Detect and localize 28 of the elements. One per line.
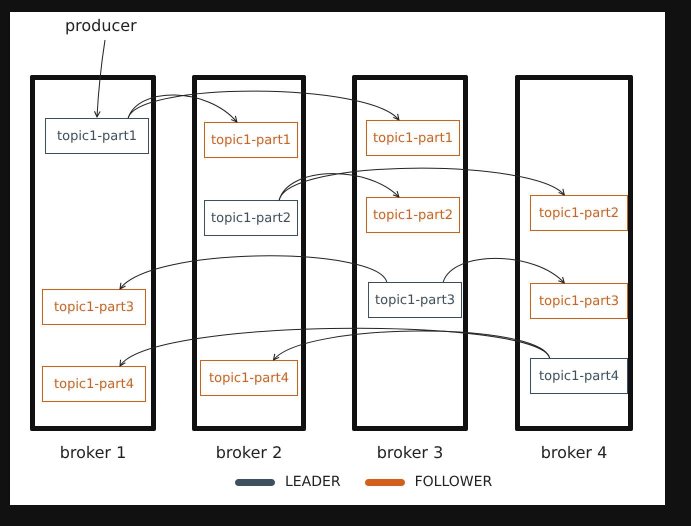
- producer-label: producer: [65, 16, 137, 35]
- broker-label: broker 4: [540, 443, 608, 462]
- legend-label: LEADER: [285, 474, 341, 490]
- arrow: [278, 173, 400, 200]
- partition-box: topic1-part4: [200, 360, 298, 396]
- partition-box: topic1-part2: [204, 200, 298, 236]
- arrow: [442, 258, 565, 284]
- partition-box: topic1-part2: [366, 197, 460, 233]
- arrow: [94, 40, 106, 118]
- broker-label: broker 1: [58, 443, 128, 462]
- legend-label: FOLLOWER: [414, 474, 492, 490]
- arrow: [278, 168, 565, 200]
- partition-box: topic1-part3: [368, 282, 462, 318]
- partition-box: topic1-part4: [42, 366, 146, 402]
- partition-box: topic1-part1: [45, 118, 149, 154]
- arrow: [128, 90, 400, 121]
- partition-box: topic1-part3: [530, 283, 628, 319]
- partition-box: topic1-part2: [530, 195, 628, 231]
- arrow: [128, 94, 238, 123]
- broker-label: broker 2: [214, 443, 284, 462]
- arrow: [272, 330, 550, 361]
- partition-box: topic1-part1: [204, 122, 298, 158]
- partition-box: topic1-part3: [42, 289, 146, 325]
- broker-label: broker 3: [376, 443, 444, 462]
- arrow: [119, 255, 388, 290]
- partition-box: topic1-part1: [366, 120, 460, 156]
- arrow: [119, 328, 550, 367]
- partition-box: topic1-part4: [530, 358, 628, 394]
